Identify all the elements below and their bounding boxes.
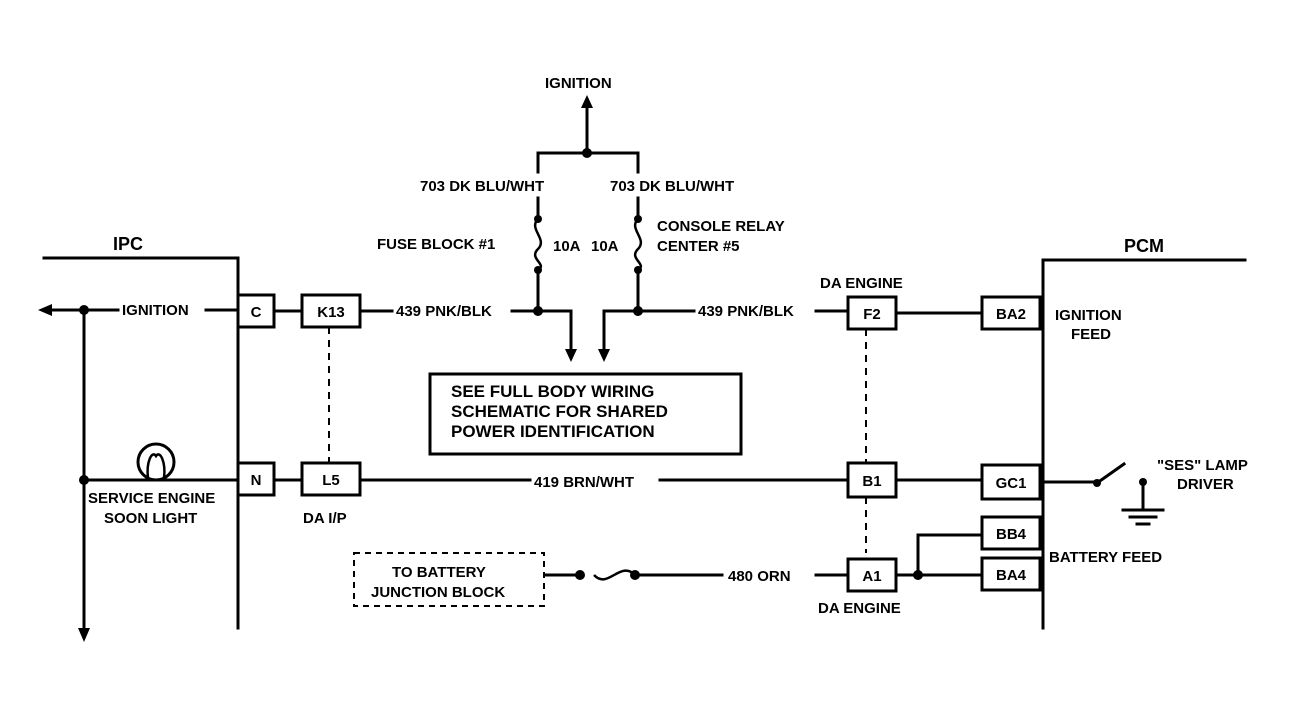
- lamp-bulb-icon: [136, 442, 176, 482]
- connector-ba4-label: BA4: [996, 567, 1027, 584]
- service-engine-line1: SERVICE ENGINE: [88, 490, 215, 507]
- service-engine-line2: SOON LIGHT: [104, 510, 197, 527]
- fuse-block-label: FUSE BLOCK #1: [377, 236, 495, 253]
- connector-bb4: [980, 515, 1042, 551]
- fusible-link-icon: [593, 569, 636, 581]
- connector-f2-label: F2: [863, 306, 881, 323]
- pcm-label: PCM: [1124, 236, 1164, 256]
- connector-b1: [846, 461, 898, 499]
- connector-a1-label: A1: [862, 568, 881, 585]
- pcm-module: PCM: [1041, 236, 1247, 630]
- svg-text:JUNCTION BLOCK: JUNCTION BLOCK: [371, 584, 505, 601]
- shared-power-note: SEE FULL BODY WIRING SCHEMATIC FOR SHARE…: [428, 372, 743, 456]
- da-engine-top-label: DA ENGINE: [820, 275, 903, 292]
- svg-text:POWER IDENTIFICATION: POWER IDENTIFICATION: [451, 422, 655, 441]
- connector-c: [236, 293, 276, 329]
- fuse-left-icon: [533, 218, 543, 272]
- da-ip-label: DA I/P: [303, 510, 347, 527]
- ses-circuit: SERVICE ENGINE SOON LIGHT: [79, 442, 240, 527]
- wire-703-left-label: 703 DK BLU/WHT: [420, 178, 544, 195]
- ipc-label: IPC: [113, 234, 143, 254]
- fuse-left: [533, 196, 543, 314]
- ipc-module: IPC: [42, 234, 240, 630]
- fuse-right: [633, 196, 643, 314]
- lamp-driver-switch: "SES" LAMP DRIVER: [1041, 457, 1248, 526]
- da-engine-bottom-label: DA ENGINE: [818, 600, 901, 617]
- ses-lamp-line1: "SES" LAMP: [1157, 457, 1248, 474]
- wire-480-label: 480 ORN: [728, 568, 791, 585]
- fuse-left-rating: 10A: [553, 238, 581, 255]
- battery-feed-label: BATTERY FEED: [1049, 549, 1162, 566]
- down-arrow-icon: [598, 349, 610, 362]
- connector-gc1: [980, 463, 1042, 501]
- connector-bb4-label: BB4: [996, 526, 1027, 543]
- connector-gc1-label: GC1: [996, 475, 1027, 492]
- connector-ba2-label: BA2: [996, 306, 1026, 323]
- wire-439-left-label: 439 PNK/BLK: [396, 303, 492, 320]
- console-relay-line1: CONSOLE RELAY: [657, 218, 785, 235]
- connector-f2: [846, 295, 898, 331]
- connector-n-label: N: [251, 472, 262, 489]
- connector-ba2: [980, 295, 1042, 331]
- ipc-ignition-label: IGNITION: [122, 302, 189, 319]
- down-arrow-icon: [565, 349, 577, 362]
- fuse-right-icon: [633, 218, 643, 272]
- svg-text:SEE FULL BODY WIRING: SEE FULL BODY WIRING: [451, 382, 654, 401]
- switch-icon: [1094, 461, 1127, 486]
- connector-k13-label: K13: [317, 304, 345, 321]
- svg-text:TO BATTERY: TO BATTERY: [392, 564, 486, 581]
- ipc-ignition-circuit: IGNITION: [38, 302, 240, 642]
- connector-ba4: [980, 556, 1042, 592]
- fuse-right-rating: 10A: [591, 238, 619, 255]
- ignition-feed-line1: IGNITION: [1055, 307, 1122, 324]
- console-relay-line2: CENTER #5: [657, 238, 740, 255]
- left-arrow-icon: [38, 304, 52, 316]
- ses-lamp-line2: DRIVER: [1177, 476, 1234, 493]
- connector-l5-label: L5: [322, 472, 340, 489]
- up-arrow-icon: [581, 95, 593, 108]
- splice-dot: [582, 148, 592, 158]
- wire-439-right-label: 439 PNK/BLK: [698, 303, 794, 320]
- ignition-feed-line2: FEED: [1071, 326, 1111, 343]
- connector-b1-label: B1: [862, 473, 881, 490]
- battery-junction-note: TO BATTERY JUNCTION BLOCK: [353, 552, 545, 607]
- wire-419-label: 419 BRN/WHT: [534, 474, 634, 491]
- connector-c-label: C: [251, 304, 262, 321]
- wire-703-right-label: 703 DK BLU/WHT: [610, 178, 734, 195]
- top-ignition-label: IGNITION: [545, 75, 612, 92]
- down-arrow-icon: [78, 628, 90, 642]
- svg-text:SCHEMATIC FOR SHARED: SCHEMATIC FOR SHARED: [451, 402, 668, 421]
- ignition-source: IGNITION: [536, 75, 640, 174]
